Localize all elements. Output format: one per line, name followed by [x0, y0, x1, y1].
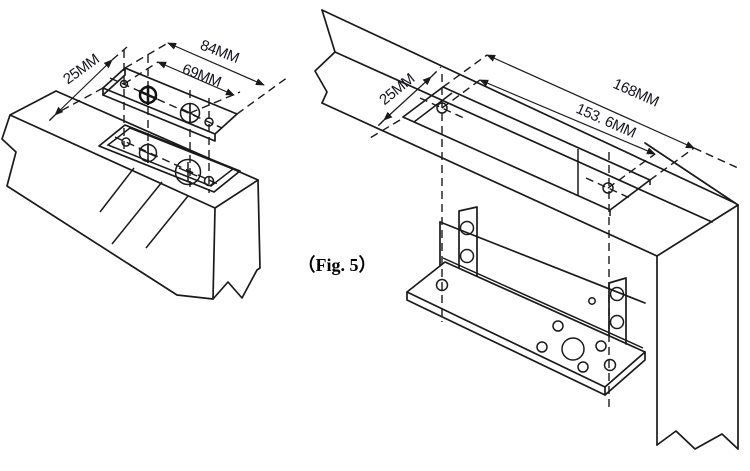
cutout-hole-small-left	[121, 137, 131, 147]
right-tab-hole-upper	[609, 286, 625, 302]
header-break-line	[314, 9, 336, 104]
header-front-top-edge	[334, 51, 713, 223]
glass-door-view: 25MM 84MM 69MM	[1, 37, 289, 300]
left-tab-hole-lower	[459, 248, 475, 264]
jamb-top-rear-edge	[644, 142, 739, 206]
left-tab-hole-upper	[459, 220, 475, 236]
figure-label: （Fig. 5）	[298, 255, 377, 275]
door-top-front-edge	[9, 114, 216, 209]
ext-line	[45, 114, 56, 125]
ext-line	[693, 147, 739, 169]
jamb-top-front-edge	[656, 204, 739, 257]
door-cutout	[98, 124, 241, 193]
bracket-rear-wall-bottom	[442, 257, 644, 349]
ext-line	[189, 91, 241, 114]
cutout-inner-rim	[106, 127, 235, 187]
door-centerlines	[109, 50, 223, 193]
bracket-hole-large	[561, 337, 585, 361]
bracket-mount-hole-right	[603, 358, 617, 372]
dim-label-door-holes: 69MM	[180, 61, 224, 91]
bracket-hole	[536, 341, 548, 353]
cutout-hole-large	[174, 158, 202, 186]
bracket-left-tab	[458, 206, 478, 277]
ext-line	[369, 119, 401, 139]
frame-header	[314, 9, 739, 450]
ext-line	[374, 119, 385, 130]
ext-line	[124, 42, 169, 69]
right-tab-hole-lower	[609, 314, 625, 330]
ext-line	[236, 76, 289, 115]
glass-hatch-lines	[99, 167, 189, 249]
bracket-hole	[577, 361, 589, 373]
bracket-plate-thickness	[406, 291, 606, 396]
bracket-mount-hole-left	[435, 278, 449, 292]
dim-line-frame-depth	[383, 76, 432, 121]
bracket-wire-hole	[588, 297, 596, 305]
ext-line	[607, 153, 656, 189]
ext-line	[649, 147, 695, 181]
header-front-bottom-edge	[321, 102, 658, 257]
plate-front-face	[102, 87, 216, 142]
jamb-break-line	[656, 430, 739, 450]
door-dimensions: 25MM 84MM 69MM	[45, 37, 289, 125]
ext-line	[111, 46, 128, 61]
dim-label-door-overall: 84MM	[198, 37, 242, 67]
pocket-hole-centermark	[585, 177, 633, 200]
door-top-right-edge	[214, 179, 259, 209]
pocket-hole-right	[602, 182, 614, 194]
dim-line-frame-holes	[479, 79, 656, 155]
dim-line-door-holes	[157, 61, 235, 96]
dim-line-door-depth	[54, 59, 113, 116]
dim-label-frame-overall: 168MM	[610, 75, 661, 110]
dim-label-frame-holes: 153. 6MM	[573, 100, 638, 141]
ext-line	[441, 79, 481, 109]
glass-door	[1, 90, 261, 300]
bracket-hole	[595, 340, 607, 352]
bracket-hole	[552, 320, 564, 332]
ext-line	[123, 61, 159, 85]
dim-label-frame-depth: 25MM	[376, 70, 418, 108]
frame-centerlines	[441, 74, 610, 408]
ext-line	[430, 66, 442, 78]
ext-line	[442, 54, 488, 88]
dim-label-door-depth: 25MM	[60, 51, 102, 88]
bracket-right-end-face	[604, 351, 646, 396]
door-front-right-edge	[212, 207, 216, 300]
door-frame-view: 25MM 168MM 153. 6MM	[314, 9, 739, 450]
l-bracket	[406, 206, 646, 396]
door-silhouette	[1, 90, 261, 300]
bracket-rear-wall-top	[439, 221, 646, 304]
pocket-hole-centermark	[419, 97, 467, 120]
pocket-corner-ticks	[609, 180, 651, 216]
